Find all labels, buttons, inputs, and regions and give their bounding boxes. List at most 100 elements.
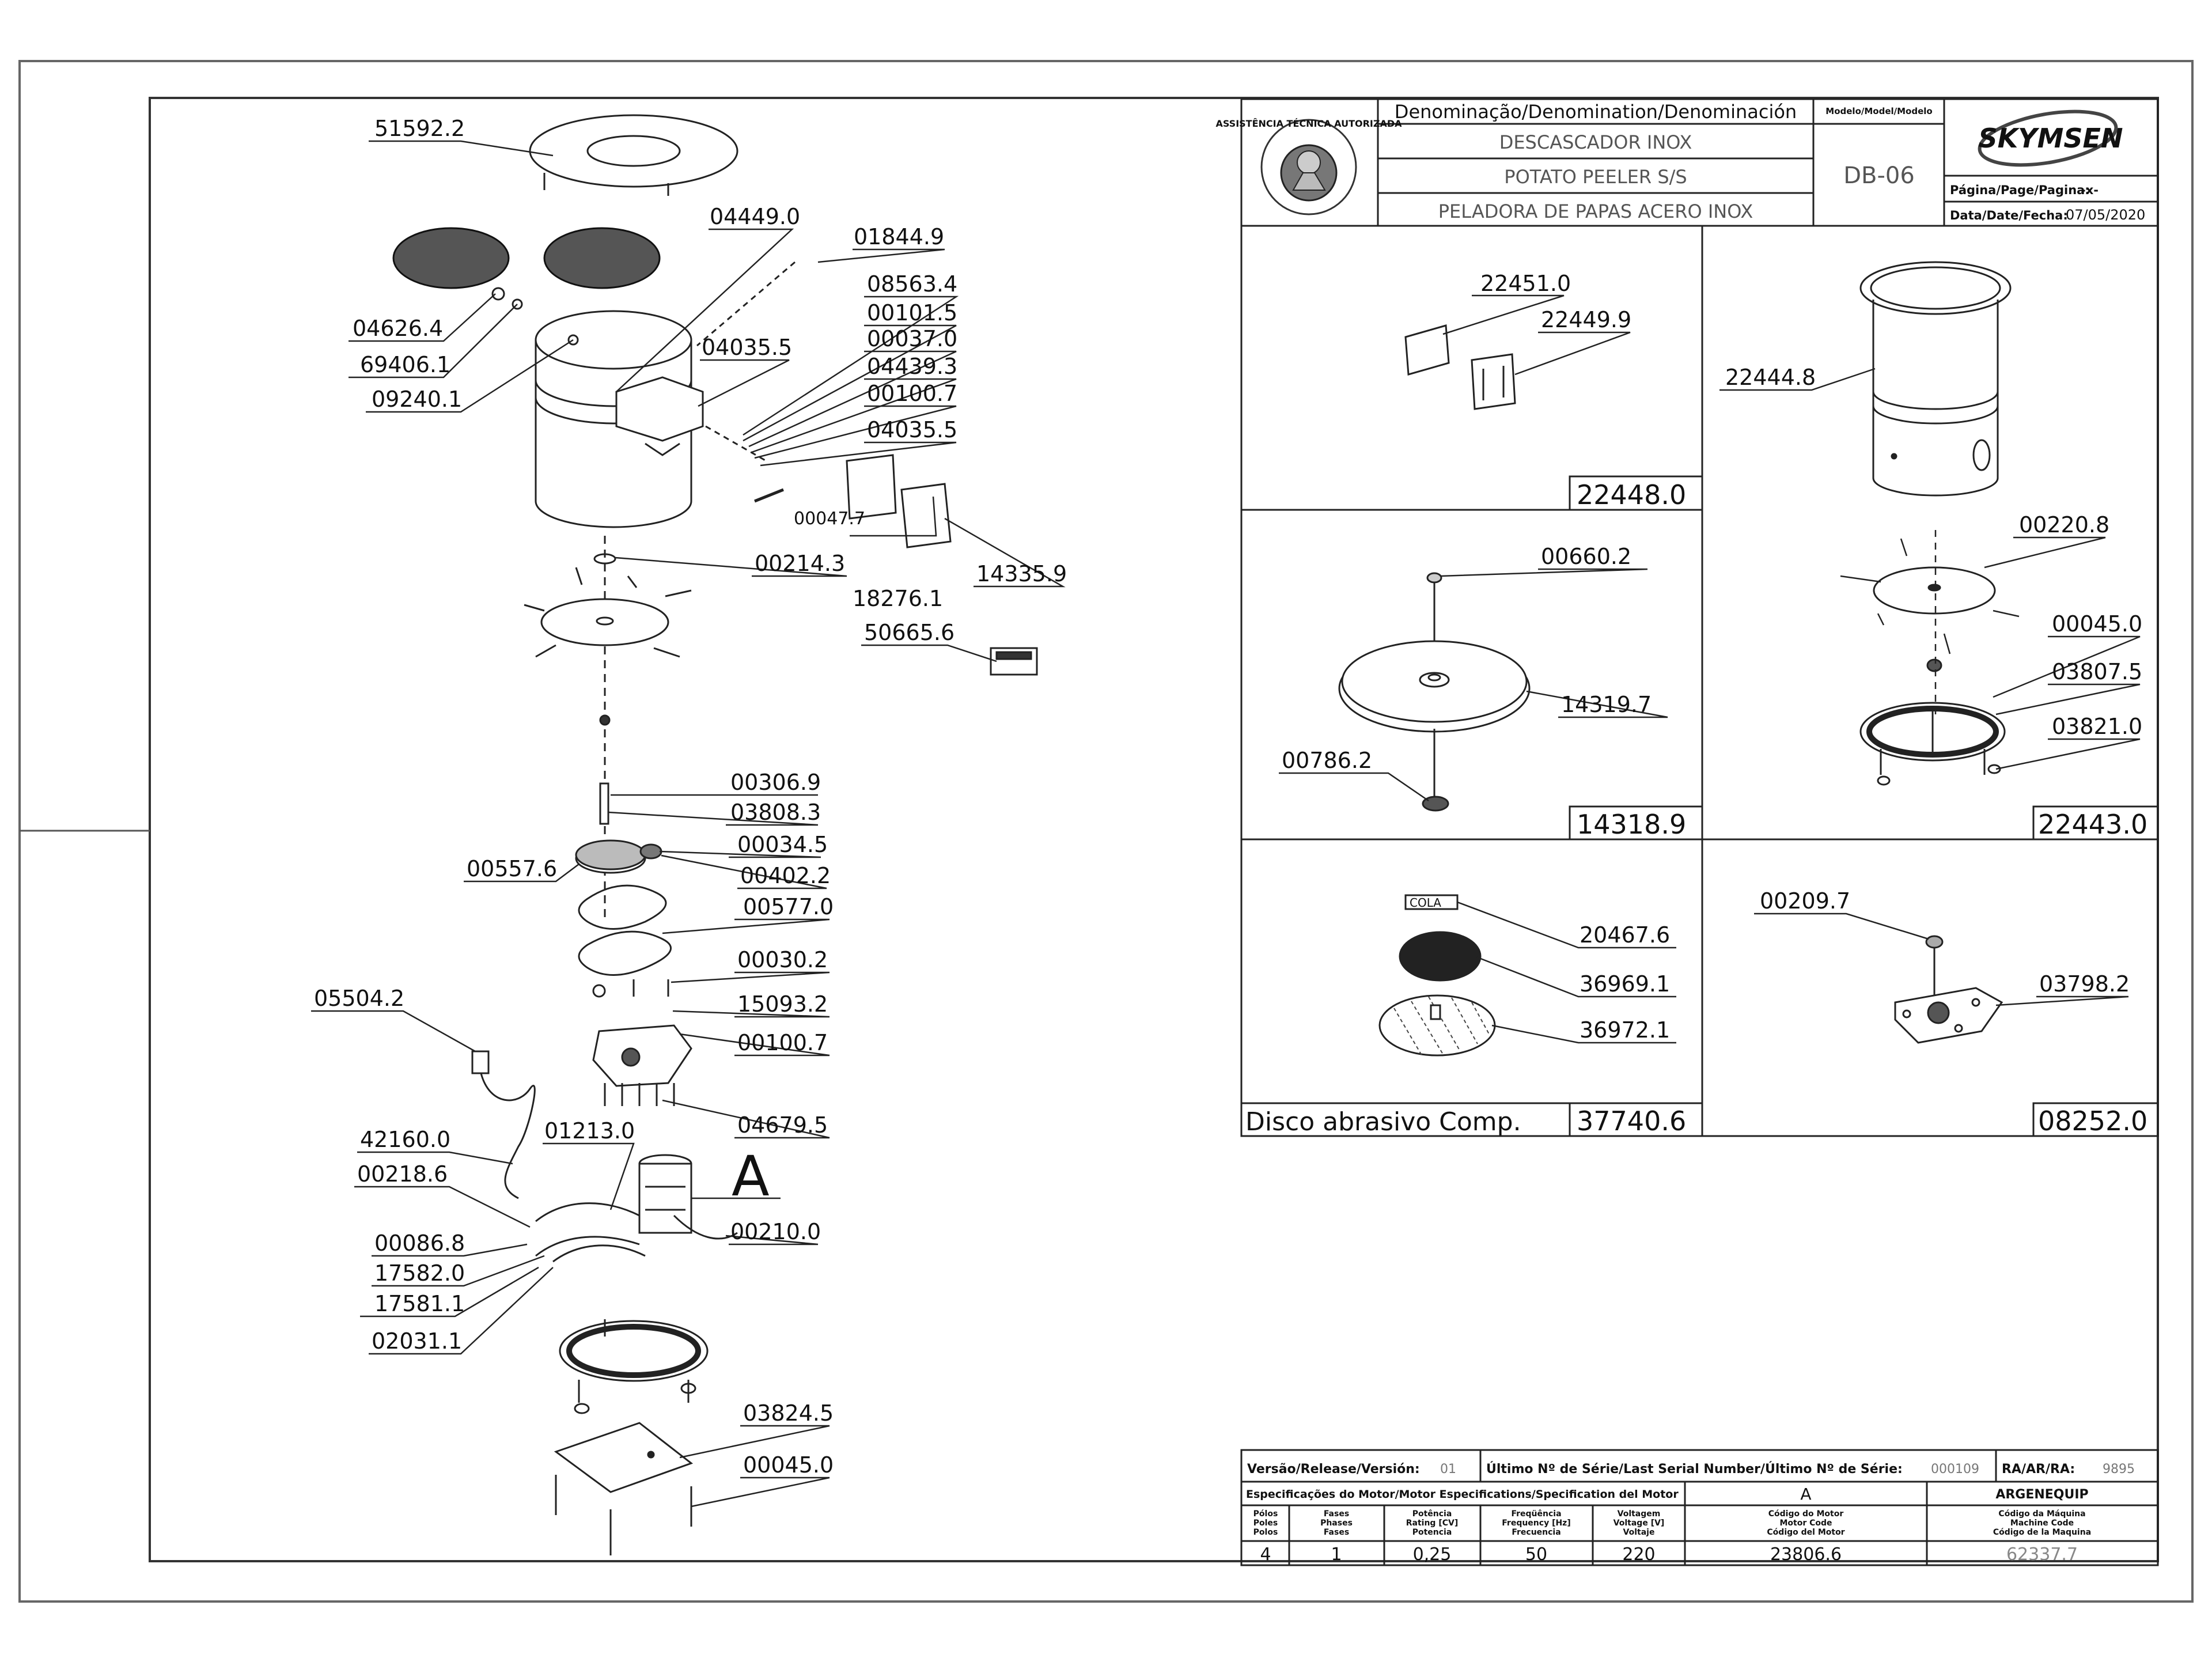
kit4-label: 36972.1 bbox=[1580, 1017, 1670, 1043]
value-phases: 1 bbox=[1331, 1544, 1342, 1565]
value-voltage: 220 bbox=[1622, 1544, 1655, 1565]
part-label: 03808.3 bbox=[730, 800, 821, 825]
kit5-label: 00209.7 bbox=[1760, 888, 1850, 914]
header-machine-code: Código de la Maquina bbox=[1993, 1528, 2091, 1537]
kit1-code: 22448.0 bbox=[1577, 479, 1686, 510]
part-label: 50665.6 bbox=[864, 620, 955, 645]
cola-tag: COLA bbox=[1410, 896, 1441, 910]
model-header: Modelo/Model/Modelo bbox=[1825, 106, 1932, 116]
product-name-es: PELADORA DE PAPAS ACERO INOX bbox=[1438, 200, 1753, 222]
part-label: 42160.0 bbox=[360, 1127, 450, 1152]
part-label: 01844.9 bbox=[854, 224, 944, 249]
serial-label: Último Nº de Série/Last Serial Number/Úl… bbox=[1486, 1462, 1903, 1477]
kit2-label: 00220.8 bbox=[2019, 512, 2109, 537]
kit4-label: 20467.6 bbox=[1580, 922, 1670, 948]
part-label: 00047.7 bbox=[794, 509, 865, 529]
denomination-header: Denominação/Denomination/Denominación bbox=[1395, 101, 1797, 123]
part-label: 01213.0 bbox=[544, 1118, 635, 1144]
exploded-labels: 51592.2 04449.0 01844.9 08563.4 00101.5 … bbox=[314, 116, 1067, 1478]
header-poles: Polos bbox=[1253, 1528, 1278, 1537]
header-voltage: Voltaje bbox=[1623, 1528, 1655, 1537]
page-value: -x- bbox=[2081, 183, 2099, 197]
part-label: 00086.8 bbox=[374, 1231, 465, 1256]
header-machine-code: Machine Code bbox=[2010, 1519, 2074, 1528]
company-name: ARGENEQUIP bbox=[1995, 1487, 2088, 1502]
header-power: Potência bbox=[1412, 1509, 1452, 1519]
kit2-label: 03821.0 bbox=[2052, 714, 2142, 739]
kit5-drawing bbox=[1894, 935, 2003, 1044]
kit1-label: 22451.0 bbox=[1480, 271, 1571, 296]
part-label: 15093.2 bbox=[737, 991, 828, 1017]
kit3-code: 14318.9 bbox=[1577, 809, 1686, 840]
kit2-code: 22443.0 bbox=[2038, 809, 2147, 840]
part-label: 04035.5 bbox=[867, 417, 957, 442]
kit5-label: 03798.2 bbox=[2039, 971, 2130, 997]
product-name-en: POTATO PEELER S/S bbox=[1504, 166, 1687, 188]
ra-label: RA/AR/RA: bbox=[2002, 1462, 2075, 1477]
header-frequency: Freqüência bbox=[1511, 1509, 1561, 1519]
version-value: 01 bbox=[1440, 1462, 1456, 1477]
kit2-label: 03807.5 bbox=[2052, 659, 2142, 684]
header-motor-code: Código del Motor bbox=[1767, 1528, 1844, 1537]
part-label: 00218.6 bbox=[357, 1161, 448, 1187]
motor-reference: A bbox=[1800, 1485, 1811, 1504]
kit3-label: 14319.7 bbox=[1561, 692, 1652, 717]
part-label: 00030.2 bbox=[737, 947, 828, 972]
part-label: 00402.2 bbox=[740, 863, 831, 888]
kit3-label: 00786.2 bbox=[1282, 748, 1372, 773]
part-label: 09240.1 bbox=[372, 387, 462, 412]
part-label: 04626.4 bbox=[353, 316, 443, 341]
motor-reference-letter: A bbox=[732, 1144, 770, 1209]
kit4-drawing bbox=[1378, 894, 1496, 1058]
part-label: 05504.2 bbox=[314, 986, 404, 1011]
kit1-label: 22449.9 bbox=[1541, 307, 1631, 332]
header-frequency: Frequency [Hz] bbox=[1502, 1519, 1570, 1528]
date-label: Data/Date/Fecha: bbox=[1950, 209, 2068, 222]
header-voltage: Voltage [V] bbox=[1613, 1519, 1665, 1528]
part-label: 04439.3 bbox=[867, 354, 957, 379]
part-label: 00577.0 bbox=[743, 894, 834, 919]
value-power: 0,25 bbox=[1413, 1544, 1452, 1565]
part-label: 08563.4 bbox=[867, 271, 957, 297]
kit-grid bbox=[1240, 225, 2159, 1137]
authorized-service-stamp: ASSISTÊNCIA TÉCNICA AUTORIZADA bbox=[1215, 118, 1402, 215]
kit3-label: 00660.2 bbox=[1541, 544, 1631, 569]
header-power: Rating [CV] bbox=[1406, 1519, 1459, 1528]
header-phases: Fases bbox=[1324, 1528, 1349, 1537]
exploded-view bbox=[392, 114, 1038, 1555]
part-label: 14335.9 bbox=[976, 561, 1067, 586]
part-label: 02031.1 bbox=[372, 1328, 462, 1354]
part-label: 00100.7 bbox=[737, 1030, 828, 1055]
brand-name: SKYMSEN bbox=[1979, 123, 2123, 154]
header-phases: Fases bbox=[1324, 1509, 1349, 1519]
product-name-pt: DESCASCADOR INOX bbox=[1499, 131, 1692, 153]
kit2-label: 22444.8 bbox=[1725, 365, 1816, 390]
part-label: 00210.0 bbox=[730, 1219, 821, 1244]
model-code: DB-06 bbox=[1843, 162, 1915, 189]
info-table bbox=[1240, 1449, 2159, 1566]
header-phases: Phases bbox=[1320, 1519, 1353, 1528]
kit3-drawing bbox=[1338, 572, 1531, 812]
part-label: 00214.3 bbox=[755, 551, 845, 576]
part-label: 00045.0 bbox=[743, 1452, 834, 1478]
part-label: 00037.0 bbox=[867, 326, 957, 351]
version-label: Versão/Release/Versión: bbox=[1247, 1462, 1420, 1477]
kit4-code: 37740.6 bbox=[1577, 1106, 1686, 1137]
header-voltage: Voltagem bbox=[1618, 1509, 1661, 1519]
kit4-label: 36969.1 bbox=[1580, 971, 1670, 997]
part-label: 00100.7 bbox=[867, 381, 957, 406]
kit4-title: Disco abrasivo Comp. bbox=[1245, 1107, 1521, 1137]
date-value: 07/05/2020 bbox=[2066, 207, 2145, 223]
header-power: Potencia bbox=[1412, 1528, 1452, 1537]
part-label: 00101.5 bbox=[867, 300, 957, 325]
kit2-label: 00045.0 bbox=[2052, 611, 2142, 637]
header-motor-code: Motor Code bbox=[1779, 1519, 1832, 1528]
header-poles: Poles bbox=[1253, 1519, 1278, 1528]
page-label: Página/Page/Pagina: bbox=[1950, 183, 2090, 197]
value-frequency: 50 bbox=[1525, 1544, 1547, 1565]
ra-value: 9895 bbox=[2103, 1462, 2135, 1477]
part-label: 00557.6 bbox=[467, 856, 557, 881]
part-label: 17582.0 bbox=[374, 1260, 465, 1286]
info-table-text: Versão/Release/Versión: 01 Último Nº de … bbox=[1246, 1462, 2135, 1565]
